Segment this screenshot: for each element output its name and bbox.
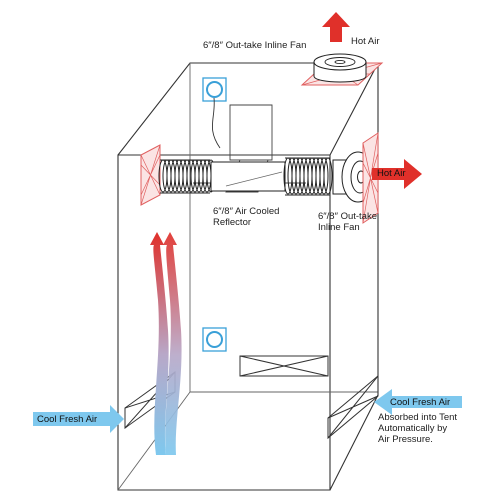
hot-air-top-label: Hot Air bbox=[351, 36, 380, 47]
reflector-label-line1: 6″/8″ Air Cooled bbox=[213, 206, 280, 217]
hot-air-arrow-right bbox=[372, 159, 422, 189]
side-fan-label: 6″/8″ Out-take Inline Fan bbox=[318, 211, 377, 233]
left-flange-vent bbox=[140, 144, 161, 206]
reflector-label-line2: Reflector bbox=[213, 217, 252, 228]
right-vent bbox=[327, 374, 379, 440]
absorbed-label-line2: Automatically by bbox=[378, 423, 448, 434]
side-fan-label-line1: 6″/8″ Out-take bbox=[318, 211, 378, 222]
top-port bbox=[202, 77, 227, 149]
middle-port bbox=[202, 327, 227, 352]
back-vent bbox=[239, 355, 329, 377]
top-inline-fan bbox=[300, 53, 384, 86]
right-flange-vent bbox=[362, 132, 379, 224]
absorbed-label-line1: Absorbed into Tent bbox=[378, 412, 458, 423]
absorbed-label: Absorbed into Tent Automatically by Air … bbox=[378, 412, 457, 445]
cool-air-arrow-right bbox=[374, 389, 462, 415]
right-duct bbox=[283, 157, 333, 196]
top-fan-label: 6″/8″ Out-take Inline Fan bbox=[203, 40, 307, 51]
cool-air-left-label: Cool Fresh Air bbox=[37, 414, 98, 425]
hot-air-right-label: Hot Air bbox=[377, 168, 406, 179]
hot-air-arrow-up bbox=[322, 12, 350, 42]
reflector-label: 6″/8″ Air Cooled Reflector bbox=[213, 206, 279, 228]
absorbed-label-line3: Air Pressure. bbox=[378, 434, 433, 445]
rising-air-arrows bbox=[150, 232, 182, 455]
cool-air-arrow-left bbox=[33, 405, 124, 433]
air-cooled-reflector bbox=[210, 161, 286, 192]
cool-air-right-label: Cool Fresh Air bbox=[390, 397, 451, 408]
left-duct bbox=[158, 159, 216, 194]
side-fan-label-line2: Inline Fan bbox=[318, 222, 360, 233]
